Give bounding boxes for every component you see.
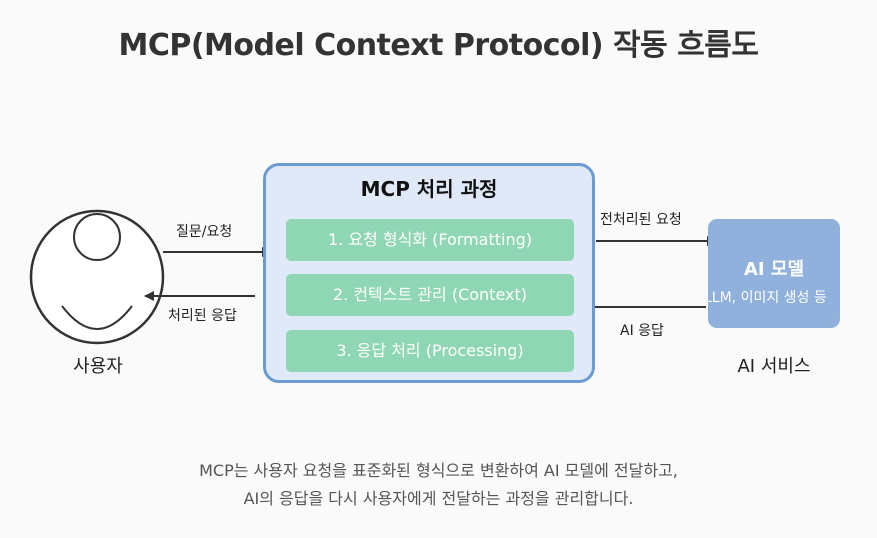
ai-model-description: LLM, 이미지 생성 등 xyxy=(708,290,827,306)
diagram-title: MCP(Model Context Protocol) 작동 흐름도 xyxy=(118,28,759,63)
ai-service-label: AI 서비스 xyxy=(737,356,811,377)
preprocessed-request-label: 전처리된 요청 xyxy=(600,212,682,228)
ai-model-box: AI 모델 LLM, 이미지 생성 등 xyxy=(708,219,840,328)
user-label: 사용자 xyxy=(73,356,123,377)
mcp-process-title: MCP 처리 과정 xyxy=(360,177,498,201)
ai-response-label: AI 응답 xyxy=(620,323,664,339)
step-context: 2. 컨텍스트 관리 (Context) xyxy=(286,274,574,316)
user-icon xyxy=(29,209,165,345)
question-label: 질문/요청 xyxy=(176,224,233,240)
ai-model-name: AI 모델 xyxy=(743,259,804,280)
step-processing: 3. 응답 처리 (Processing) xyxy=(286,330,574,372)
step-formatting: 1. 요청 형식화 (Formatting) xyxy=(286,219,574,261)
note-line-1: MCP는 사용자 요청을 표준화된 형식으로 변환하여 AI 모델에 전달하고, xyxy=(199,461,678,480)
note-line-2: AI의 응답을 다시 사용자에게 전달하는 과정을 관리합니다. xyxy=(243,489,634,508)
processed-response-label: 처리된 응답 xyxy=(168,308,237,324)
